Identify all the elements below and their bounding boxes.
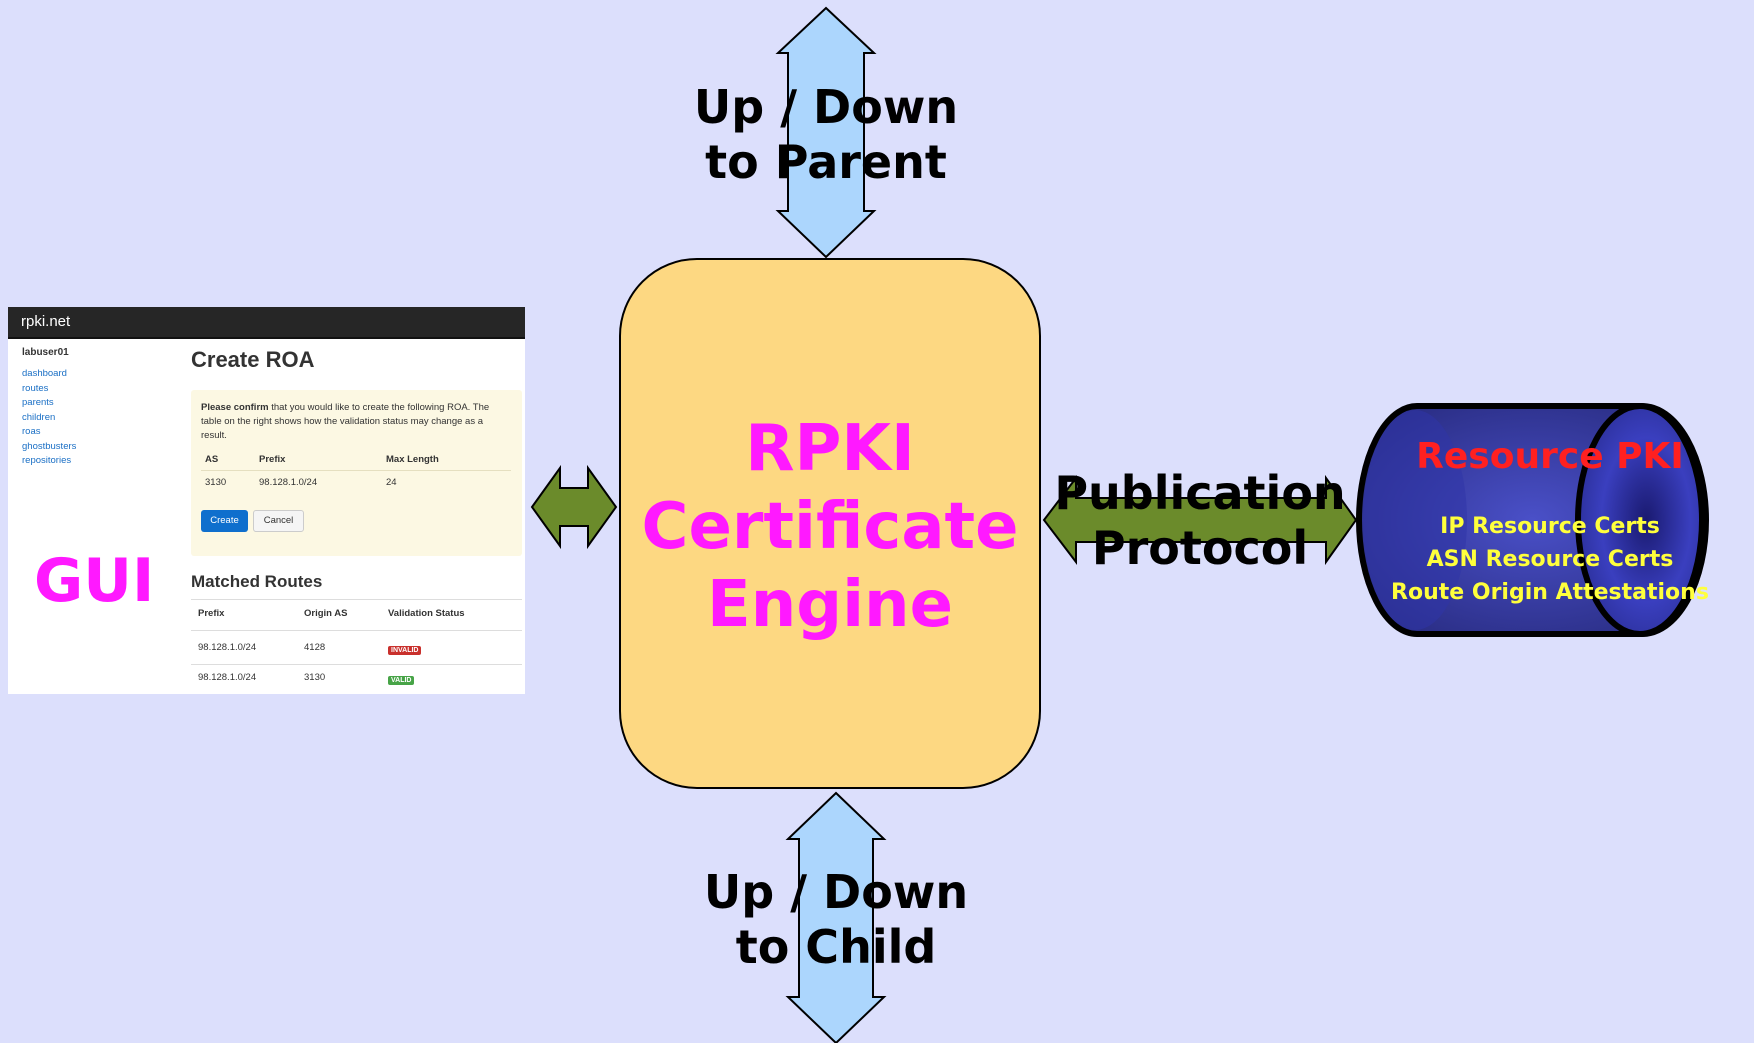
resource-pki-item: IP Resource Certs xyxy=(1440,514,1660,539)
resource-pki-title: Resource PKI xyxy=(1416,436,1684,477)
roa-cell-prefix: 98.128.1.0/24 xyxy=(259,477,318,488)
nav-item-parents[interactable]: parents xyxy=(22,397,54,408)
resource-pki-item: ASN Resource Certs xyxy=(1426,547,1674,572)
nav-item-repositories[interactable]: repositories xyxy=(22,455,72,466)
parent-label-line: Up / Down xyxy=(693,80,959,134)
route-prefix: 98.128.1.0/24 xyxy=(198,642,257,653)
routes-table-header: Prefix Origin AS Validation Status xyxy=(191,604,522,631)
roa-table-row: 3130 98.128.1.0/24 24 xyxy=(201,473,511,493)
table-row: 98.128.1.0/24 3130 VALID xyxy=(191,668,522,694)
parent-arrow-label: Up / Down to Parent xyxy=(676,80,976,190)
child-label-line: Up / Down xyxy=(703,865,969,919)
publication-label-line: Publication xyxy=(1054,466,1346,520)
confirm-alert-body: that you would like to create the follow… xyxy=(201,402,490,441)
routes-header-origin: Origin AS xyxy=(304,608,348,619)
gui-label: GUI xyxy=(34,546,155,616)
table-row: 98.128.1.0/24 4128 INVALID xyxy=(191,638,522,665)
parent-double-arrow xyxy=(775,6,877,259)
publication-label-line: Protocol xyxy=(1091,521,1309,575)
nav-item-roas[interactable]: roas xyxy=(22,426,41,437)
publication-protocol-label: Publication Protocol xyxy=(1050,466,1350,576)
roa-header-prefix: Prefix xyxy=(259,454,286,465)
roa-cell-maxlength: 24 xyxy=(386,477,397,488)
routes-header-status: Validation Status xyxy=(388,608,465,619)
child-double-arrow xyxy=(785,791,887,1043)
roa-header-as: AS xyxy=(205,454,219,465)
cancel-button[interactable]: Cancel xyxy=(253,510,304,532)
route-origin: 3130 xyxy=(304,672,326,683)
matched-routes-table: Prefix Origin AS Validation Status 98.12… xyxy=(191,599,522,694)
roa-header-maxlength: Max Length xyxy=(386,454,439,465)
nav-item-children[interactable]: children xyxy=(22,411,56,423)
routes-header-prefix: Prefix xyxy=(198,608,225,619)
gui-page-title: Create ROA xyxy=(191,347,315,372)
confirm-alert: Please confirm that you would like to cr… xyxy=(191,390,522,556)
gui-topbar: rpki.net xyxy=(8,307,525,339)
status-badge-valid: VALID xyxy=(388,676,415,685)
gui-double-arrow xyxy=(530,464,618,550)
engine-title-line: Certificate xyxy=(641,490,1019,564)
child-arrow-label: Up / Down to Child xyxy=(686,865,986,975)
resource-pki-items: IP Resource Certs ASN Resource Certs Rou… xyxy=(1370,510,1730,609)
engine-title: RPKI Certificate Engine xyxy=(621,410,1039,644)
gui-username: labuser01 xyxy=(22,347,69,358)
confirm-alert-text: Please confirm that you would like to cr… xyxy=(201,401,501,443)
gui-screenshot: rpki.net labuser01 dashboard routes pare… xyxy=(8,307,525,694)
engine-title-line: Engine xyxy=(707,568,953,642)
route-prefix: 98.128.1.0/24 xyxy=(198,672,257,683)
gui-brand[interactable]: rpki.net xyxy=(21,313,71,330)
gui-sidebar-nav: dashboard routes parents children roas g… xyxy=(22,367,76,469)
route-origin: 4128 xyxy=(304,642,326,653)
certificate-engine-box: RPKI Certificate Engine xyxy=(619,258,1041,789)
status-badge-invalid: INVALID xyxy=(388,646,422,655)
nav-item-dashboard[interactable]: dashboard xyxy=(22,368,67,379)
resource-pki-cylinder xyxy=(1356,403,1709,637)
confirm-alert-bold: Please confirm xyxy=(201,402,269,413)
resource-pki-item: Route Origin Attestations xyxy=(1391,580,1709,605)
roa-table-header: AS Prefix Max Length xyxy=(201,450,511,471)
matched-routes-title: Matched Routes xyxy=(191,572,323,591)
child-label-line: to Child xyxy=(735,920,937,974)
roa-cell-as: 3130 xyxy=(205,477,227,488)
parent-label-line: to Parent xyxy=(705,135,947,189)
engine-title-line: RPKI xyxy=(745,412,915,486)
nav-item-routes[interactable]: routes xyxy=(22,382,49,394)
create-button[interactable]: Create xyxy=(201,510,248,532)
nav-item-ghostbusters[interactable]: ghostbusters xyxy=(22,440,77,452)
